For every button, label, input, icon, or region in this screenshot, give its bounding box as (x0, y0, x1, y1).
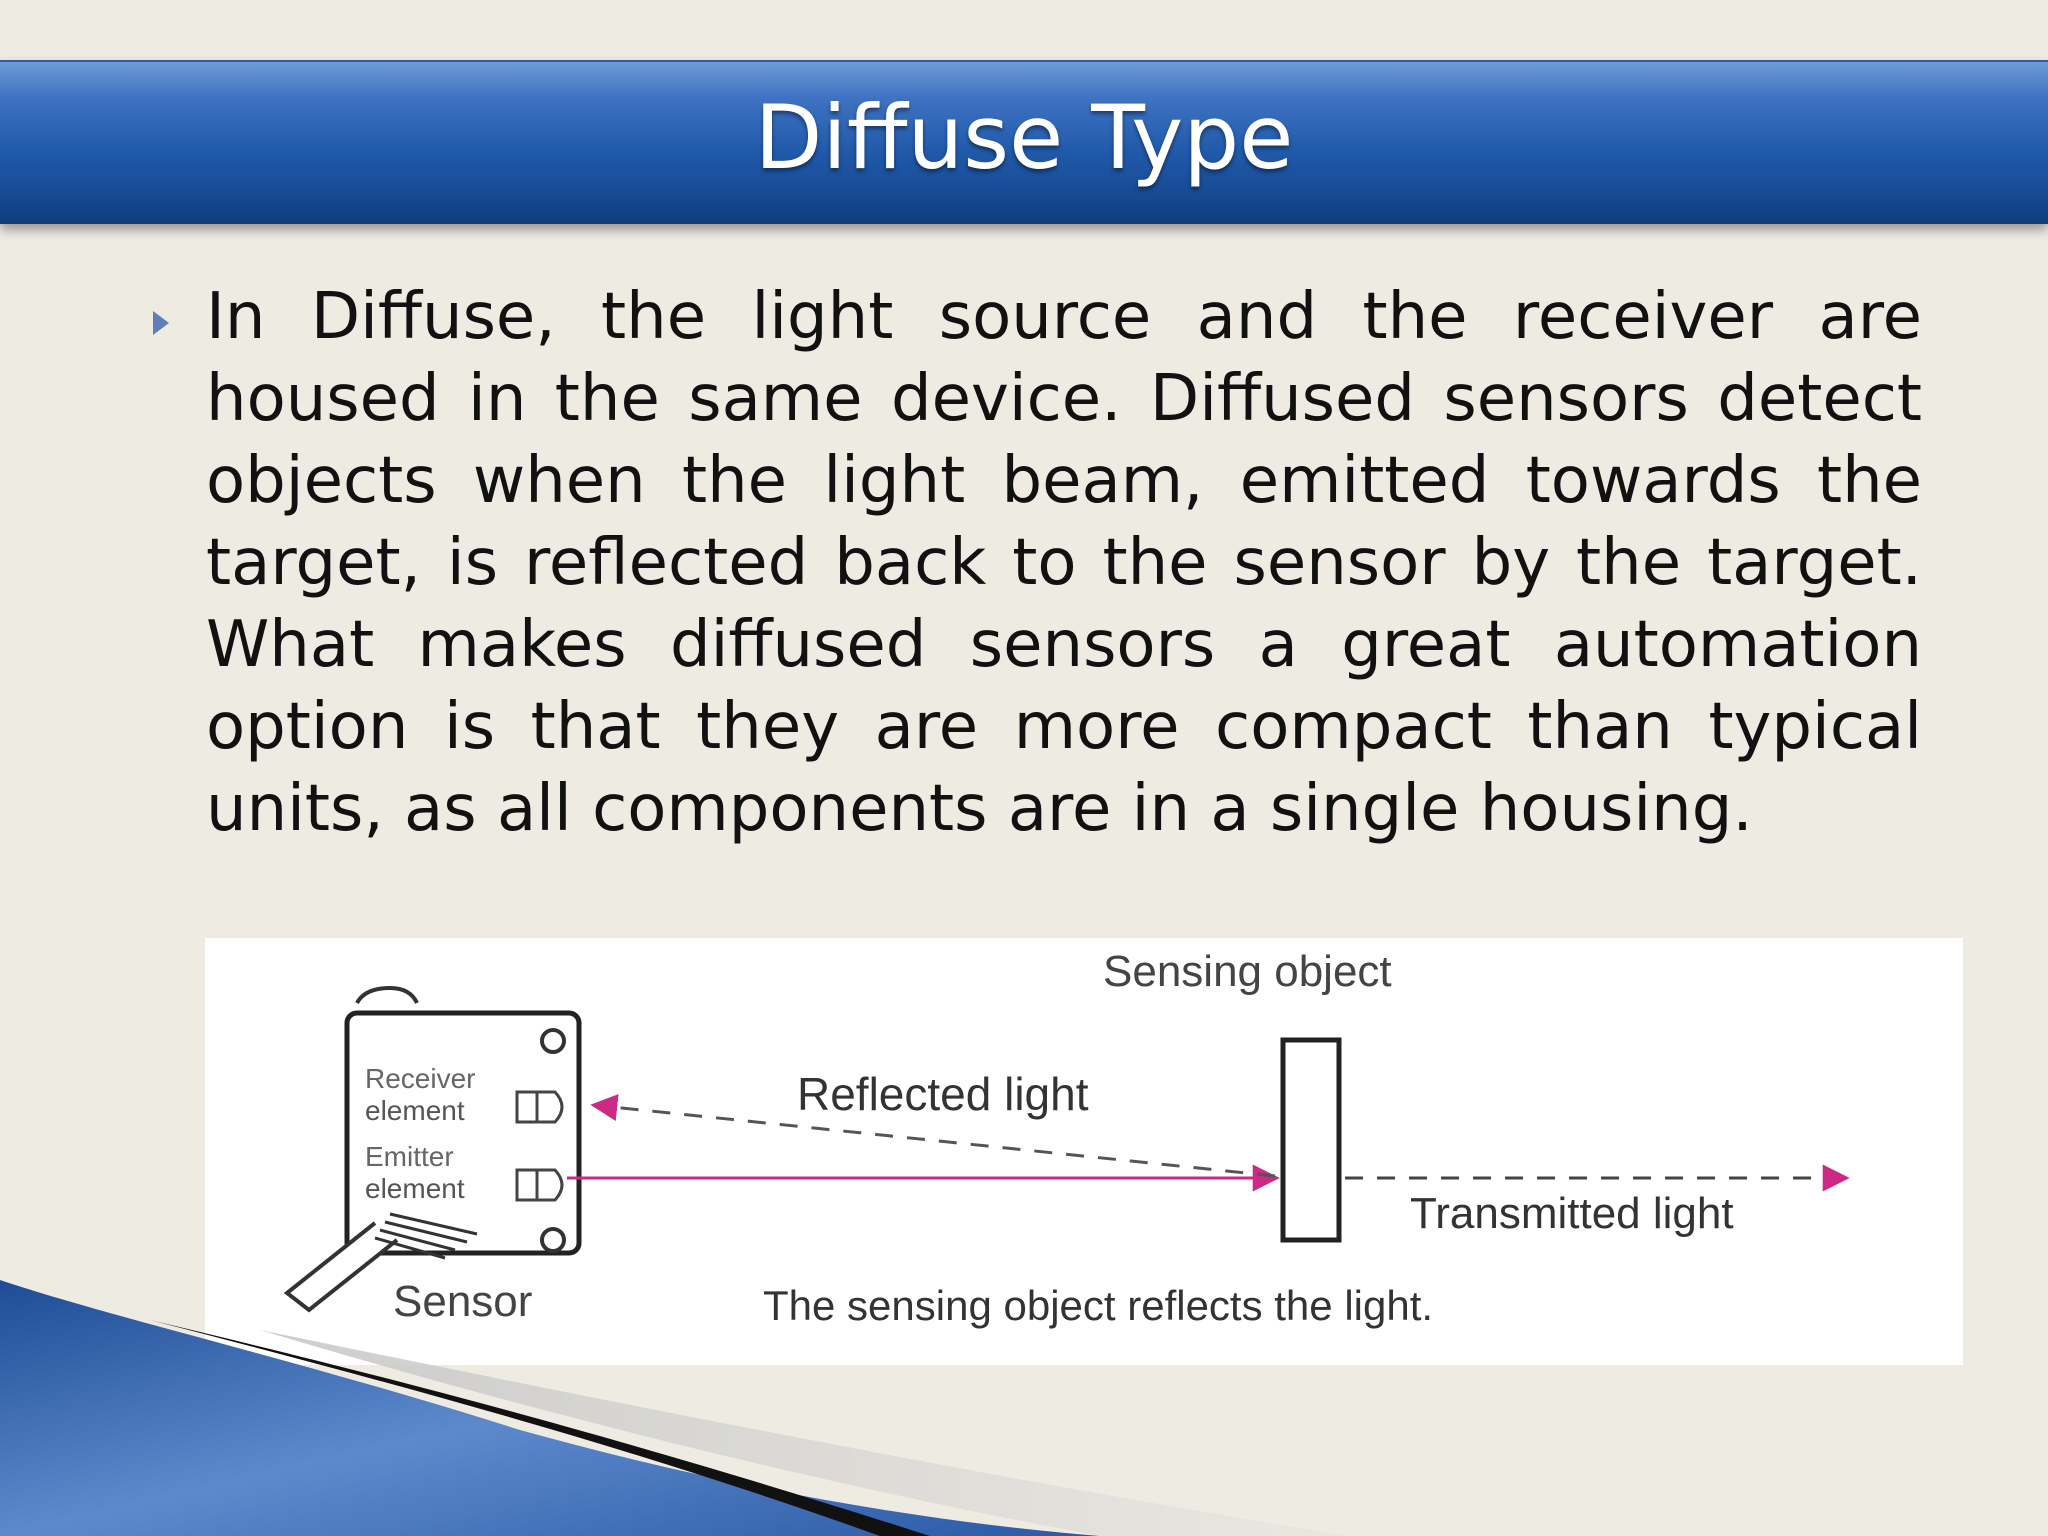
sensor-diagram: Receiver element Emitter element Sensing… (205, 938, 1963, 1365)
title-bar: Diffuse Type (0, 60, 2048, 224)
body-paragraph: In Diffuse, the light source and the rec… (206, 280, 1922, 846)
receiver-element-label-2: element (365, 1095, 465, 1126)
bullet-arrow-icon (153, 311, 169, 335)
corner-swoosh-decoration (0, 1280, 1350, 1536)
emitter-element-label-1: Emitter (365, 1141, 454, 1172)
slide-title: Diffuse Type (754, 86, 1294, 189)
sensing-object (1280, 1037, 1342, 1243)
emitter-element-label-2: element (365, 1173, 465, 1204)
diagram-caption: The sensing object reflects the light. (763, 1282, 1433, 1329)
transmitted-light-label: Transmitted light (1410, 1189, 1734, 1238)
receiver-element-label-1: Receiver (365, 1063, 475, 1094)
reflected-light-label: Reflected light (797, 1068, 1089, 1120)
sensor-label: Sensor (393, 1277, 532, 1326)
sensor-housing (283, 985, 582, 1313)
sensing-object-label: Sensing object (1103, 947, 1392, 996)
sensor-cable (283, 1212, 478, 1313)
